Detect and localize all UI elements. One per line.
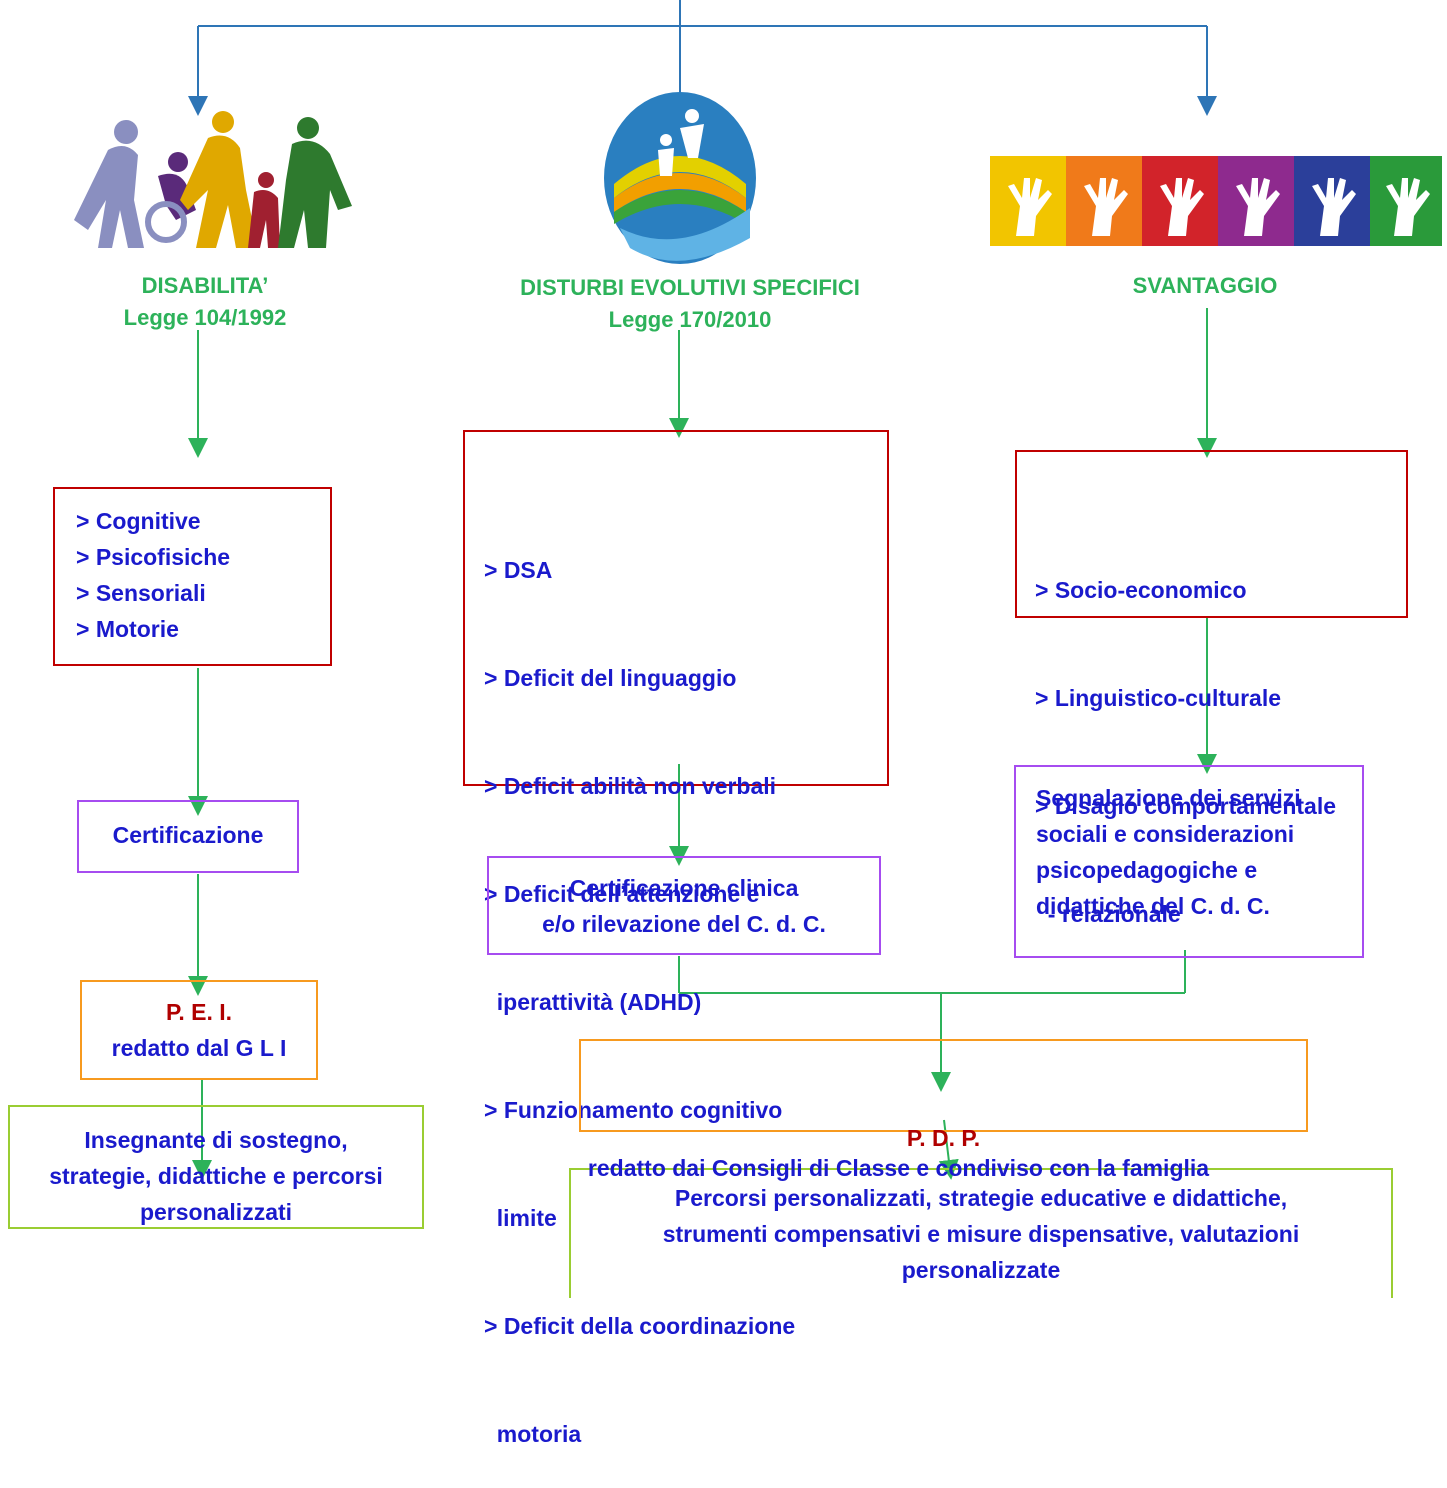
pei-box [80, 980, 318, 1080]
pei-subtitle: redatto dal G L I [111, 1035, 287, 1061]
list-item: > Deficit dell’attenzione e [484, 881, 760, 907]
sostegno-line: Insegnante di sostegno, [84, 1127, 348, 1153]
pei-title: P. E. I. [165, 999, 233, 1025]
svantaggio-title-block: SVANTAGGIO [1080, 270, 1330, 302]
certificazione-clinica-line: e/o rilevazione del C. d. C. [542, 911, 826, 937]
pdp-subtitle: redatto dai Consigli di Classe e condivi… [587, 1155, 1210, 1181]
pdp-final-box [569, 1168, 1393, 1298]
pdp-title-text: P. D. P. redatto dai Consigli di Classe … [579, 1123, 1308, 1183]
pdp-box [579, 1039, 1308, 1132]
segnalazione-line: sociali e considerazioni [1036, 821, 1295, 847]
flow-connectors [188, 308, 1217, 1180]
pei-text: P. E. I. redatto dal G L I [80, 994, 318, 1066]
dse-title: DISTURBI EVOLUTIVI SPECIFICI [520, 275, 860, 300]
certificazione-clinica-text: Certificazione clinica e/o rilevazione d… [487, 870, 881, 942]
list-item: > Disagio comportamentale [1035, 793, 1336, 819]
list-item: > Sensoriali [76, 580, 206, 606]
list-item: > Cognitive [76, 508, 201, 534]
list-item: > Deficit del linguaggio [484, 665, 737, 691]
sostegno-box [8, 1105, 424, 1229]
hand-holding-children-rainbow-icon [604, 92, 756, 264]
sostegno-text: Insegnante di sostegno, strategie, didat… [8, 1122, 424, 1230]
pdp-title: P. D. P. [906, 1125, 981, 1151]
segnalazione-text: Segnalazione dei servizi sociali e consi… [1036, 780, 1356, 924]
pdp-final-line: personalizzate [901, 1257, 1061, 1283]
segnalazione-box [1014, 765, 1364, 958]
certificazione-box [77, 800, 299, 873]
list-item: > Deficit abilità non verbali [484, 773, 777, 799]
segnalazione-line: didattiche del C. d. C. [1036, 893, 1270, 919]
connector-lines [188, 0, 1217, 1180]
list-item: > Funzionamento cognitivo [484, 1097, 783, 1123]
pdp-final-text: Percorsi personalizzati, strategie educa… [569, 1180, 1393, 1288]
dse-categories-list: > DSA > Deficit del linguaggio > Deficit… [484, 480, 904, 1488]
disabilita-title-block: DISABILITA’ Legge 104/1992 [60, 270, 350, 334]
list-item: > Motorie [76, 616, 179, 642]
certificazione-label: Certificazione [112, 822, 264, 848]
top-connector [188, 0, 1217, 118]
list-item: > Socio-economico [1035, 577, 1247, 603]
list-item: iperattività (ADHD) [484, 989, 702, 1015]
dse-categories-box [463, 430, 889, 786]
list-item: > Linguistico-culturale [1035, 685, 1282, 711]
disabilita-categories-list: > Cognitive > Psicofisiche > Sensoriali … [76, 503, 326, 647]
list-item: > Deficit della coordinazione [484, 1313, 796, 1339]
family-people-wheelchair-icon [74, 111, 352, 248]
list-item: motoria [484, 1421, 582, 1447]
svantaggio-categories-list: > Socio-economico > Linguistico-cultural… [1035, 500, 1435, 968]
list-item: > DSA [484, 557, 553, 583]
svantaggio-title: SVANTAGGIO [1132, 273, 1278, 298]
pdp-final-line: strumenti compensativi e misure dispensa… [662, 1221, 1300, 1247]
segnalazione-line: psicopedagogiche e [1036, 857, 1258, 883]
certificazione-clinica-line: Certificazione clinica [569, 875, 799, 901]
certificazione-clinica-box [487, 856, 881, 955]
disabilita-law: Legge 104/1992 [123, 305, 287, 330]
svantaggio-categories-box [1015, 450, 1408, 618]
disabilita-categories-box [53, 487, 332, 666]
sostegno-line: personalizzati [139, 1199, 293, 1225]
dse-title-block: DISTURBI EVOLUTIVI SPECIFICI Legge 170/2… [480, 272, 900, 336]
list-item: limite [484, 1205, 557, 1231]
sostegno-line: strategie, didattiche e percorsi [49, 1163, 383, 1189]
dse-law: Legge 170/2010 [608, 307, 772, 332]
disabilita-title: DISABILITA’ [141, 273, 269, 298]
colorful-raised-hands-banner-icon [990, 156, 1442, 246]
list-item: - relazionale [1035, 901, 1181, 927]
pdp-final-line: Percorsi personalizzati, strategie educa… [674, 1185, 1288, 1211]
segnalazione-line: Segnalazione dei servizi [1036, 785, 1301, 811]
list-item: > Psicofisiche [76, 544, 231, 570]
